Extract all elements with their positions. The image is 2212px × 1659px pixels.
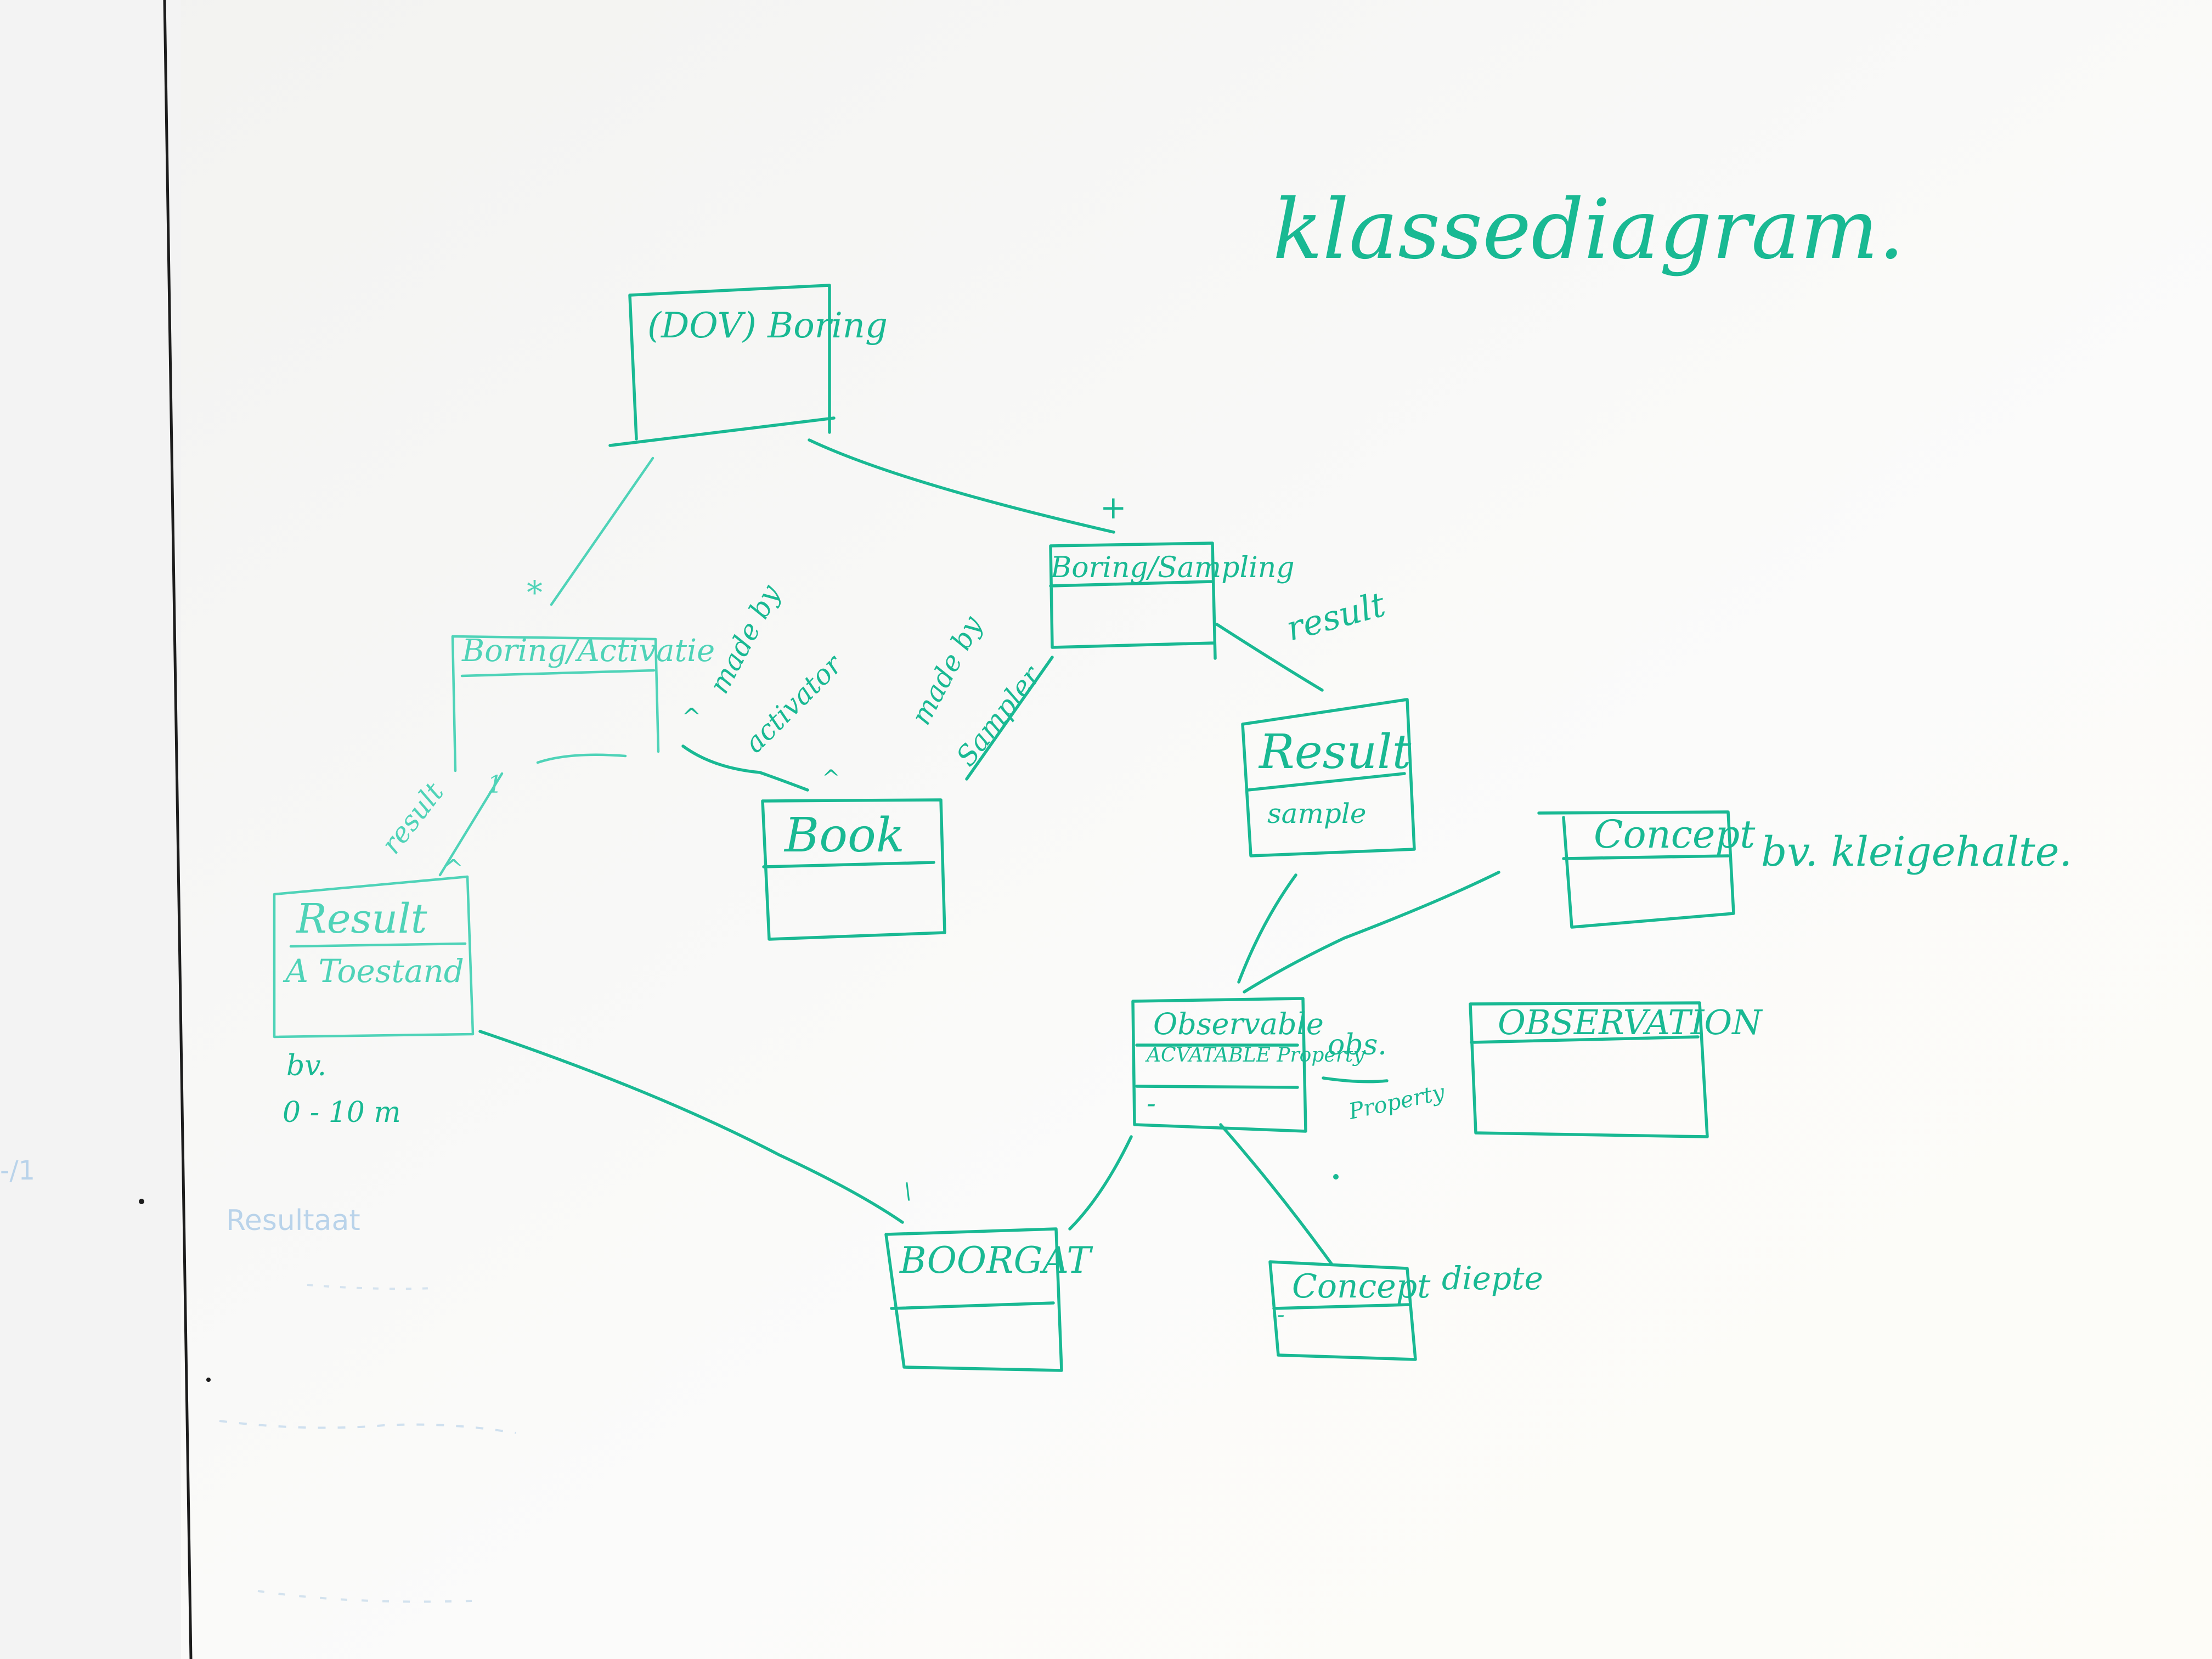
marker-dot bbox=[206, 1378, 211, 1382]
class-box-boorgat: BOORGAT bbox=[884, 1227, 1093, 1372]
multiplicity-caret: ^ bbox=[681, 703, 702, 731]
multiplicity-star: + bbox=[1100, 489, 1127, 526]
association-line bbox=[478, 1030, 904, 1224]
class-box-boring-sampling: Boring/Sampling bbox=[1049, 541, 1295, 660]
class-box-concept-bottom: Concept bbox=[1268, 1260, 1431, 1361]
class-box-observation: OBSERVATION bbox=[1469, 1001, 1763, 1138]
class-name: Boring/Activatie bbox=[461, 633, 715, 669]
class-box-boring-activation: Boring/Activatie bbox=[451, 633, 715, 772]
class-name: Concept bbox=[1292, 1267, 1431, 1306]
class-attribute: sample bbox=[1267, 798, 1366, 830]
class-name: Result bbox=[295, 895, 427, 943]
diagram-title: klassediagram. bbox=[1273, 182, 1905, 278]
association-line bbox=[681, 744, 809, 792]
association-line bbox=[965, 656, 1054, 781]
marker-dot bbox=[139, 1199, 144, 1204]
multiplicity-caret: ^ bbox=[822, 766, 840, 791]
multiplicity-dash: - bbox=[1147, 1087, 1156, 1119]
multiplicity-caret: ^ bbox=[443, 855, 464, 883]
class-box-observable: Observable ACVATABLE Property bbox=[1131, 997, 1364, 1133]
association-line bbox=[1237, 873, 1297, 984]
class-name: BOORGAT bbox=[899, 1239, 1093, 1282]
role-label-obs: obs. bbox=[1328, 1029, 1387, 1062]
example-label: diepte bbox=[1442, 1260, 1543, 1297]
multiplicity-tick: \ bbox=[904, 1179, 911, 1204]
multiplicity-dash: - bbox=[1277, 1302, 1285, 1328]
association-line bbox=[1068, 1135, 1133, 1231]
association-line bbox=[1215, 623, 1324, 692]
class-attribute: ACVATABLE Property bbox=[1145, 1044, 1364, 1066]
association-line bbox=[550, 456, 654, 606]
example-label: bv. kleigehalte. bbox=[1761, 828, 2072, 876]
multiplicity-one: 1 bbox=[487, 771, 503, 799]
association-line bbox=[1219, 1123, 1334, 1266]
class-name: OBSERVATION bbox=[1498, 1002, 1763, 1042]
ghost-text: Resultaat bbox=[226, 1204, 360, 1237]
class-name: Book bbox=[783, 808, 905, 863]
ghost-scribble bbox=[219, 1420, 516, 1434]
multiplicity-star: * bbox=[527, 574, 543, 611]
board-seam bbox=[163, 0, 193, 1659]
class-attribute: A Toestand bbox=[283, 952, 464, 990]
ghost-scribble bbox=[257, 1590, 472, 1603]
class-name: Concept bbox=[1594, 812, 1756, 857]
class-name: Boring/Sampling bbox=[1050, 551, 1295, 584]
ghost-text: -/1 bbox=[0, 1155, 35, 1186]
class-box-concept-top: Concept bbox=[1537, 810, 1756, 929]
association-line bbox=[808, 438, 1115, 534]
class-box-result-left: Result A Toestand bbox=[273, 875, 475, 1039]
association-line bbox=[1243, 871, 1500, 994]
association-line bbox=[1322, 1076, 1389, 1084]
class-name: Result bbox=[1258, 725, 1412, 780]
class-name: (DOV) Boring bbox=[647, 306, 888, 346]
example-label: bv. bbox=[286, 1049, 326, 1082]
class-box-dov-boring: (DOV) Boring bbox=[608, 284, 888, 447]
marker-dot bbox=[1333, 1174, 1339, 1180]
class-name: Observable bbox=[1153, 1007, 1324, 1041]
association-line bbox=[438, 772, 504, 877]
left-panel bbox=[0, 0, 181, 1659]
association-line bbox=[536, 753, 627, 764]
example-label: 0 - 10 m bbox=[283, 1096, 401, 1129]
class-box-book: Book bbox=[761, 798, 946, 941]
class-box-result-right: Result sample bbox=[1241, 698, 1416, 857]
